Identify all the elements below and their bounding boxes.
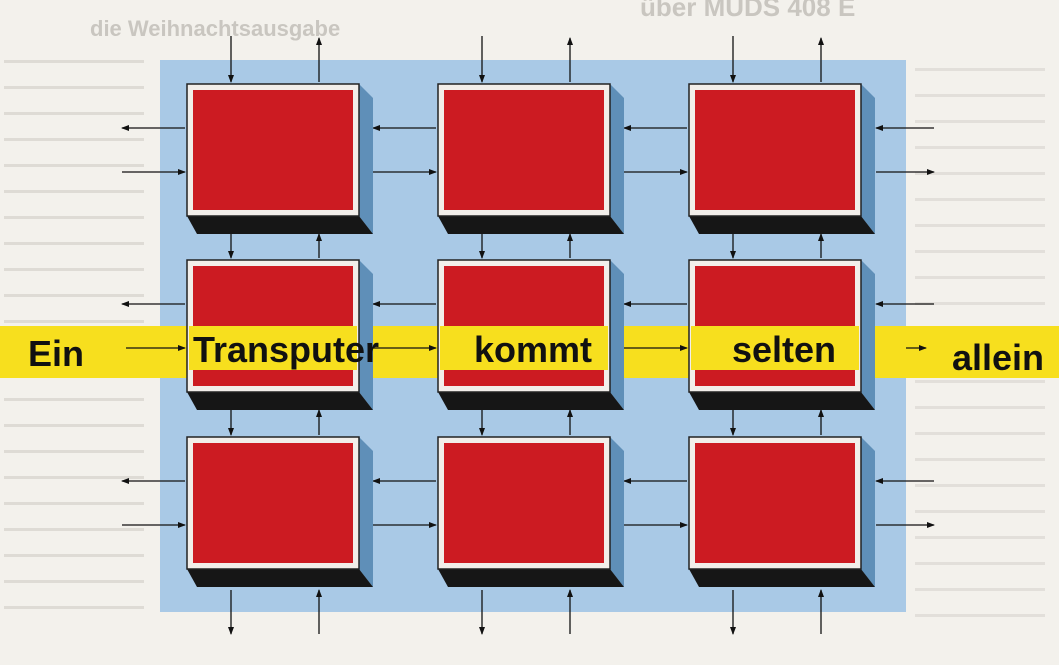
background-line <box>4 294 144 297</box>
background-line <box>915 588 1045 591</box>
chip-face <box>695 443 855 563</box>
chip-bottom-face <box>187 392 373 410</box>
background-line <box>915 198 1045 201</box>
background-line <box>4 320 144 323</box>
background-line <box>915 172 1045 175</box>
background-line <box>915 458 1045 461</box>
background-line <box>915 406 1045 409</box>
background-line <box>4 138 144 141</box>
banner-strip <box>876 326 906 378</box>
background-line <box>4 476 144 479</box>
background-line <box>4 164 144 167</box>
background-line <box>4 502 144 505</box>
background-line <box>4 398 144 401</box>
transputer-chip <box>688 436 875 587</box>
banner-overlays <box>189 326 906 378</box>
chip-bottom-face <box>438 569 624 587</box>
background-line <box>4 216 144 219</box>
background-line <box>915 614 1045 617</box>
chip-side-face <box>861 260 875 410</box>
banner-chip-overlay <box>189 326 357 370</box>
chip-side-face <box>359 84 373 234</box>
background-line <box>4 528 144 531</box>
background-line <box>915 302 1045 305</box>
transputer-chip <box>437 436 624 587</box>
transputer-chip <box>186 83 373 234</box>
transputer-chips <box>186 83 875 587</box>
chip-bottom-face <box>187 569 373 587</box>
chip-face <box>695 90 855 210</box>
background-line <box>915 484 1045 487</box>
chip-face <box>444 90 604 210</box>
banner-word-allein: allein <box>952 337 1044 378</box>
background-line <box>915 120 1045 123</box>
chip-side-face <box>861 84 875 234</box>
chip-bottom-face <box>689 216 875 234</box>
chip-bottom-face <box>187 216 373 234</box>
background-line <box>915 380 1045 383</box>
background-line <box>915 224 1045 227</box>
banner-word-selten: selten <box>732 329 836 370</box>
banner-word-transputer: Transputer <box>193 329 379 370</box>
background-line <box>4 580 144 583</box>
background-line <box>915 562 1045 565</box>
background-line <box>915 510 1045 513</box>
chip-bottom-face <box>438 216 624 234</box>
background-line <box>4 112 144 115</box>
background-line <box>4 242 144 245</box>
background-line <box>915 536 1045 539</box>
chip-side-face <box>610 260 624 410</box>
chip-side-face <box>359 437 373 587</box>
chip-face <box>193 90 353 210</box>
chip-bottom-face <box>438 392 624 410</box>
background-line <box>915 276 1045 279</box>
background-line <box>915 250 1045 253</box>
banner-word-ein: Ein <box>28 333 84 374</box>
chip-bottom-face <box>689 569 875 587</box>
chip-face <box>193 443 353 563</box>
background-line <box>4 424 144 427</box>
banner-word-kommt: kommt <box>474 329 592 370</box>
chip-side-face <box>610 437 624 587</box>
background-line <box>4 190 144 193</box>
chip-bottom-face <box>689 392 875 410</box>
banner-chip-overlay <box>691 326 859 370</box>
background-line <box>915 68 1045 71</box>
background-line <box>915 432 1045 435</box>
chip-side-face <box>861 437 875 587</box>
chip-side-face <box>359 260 373 410</box>
chip-side-face <box>610 84 624 234</box>
background-headline-right: über MUDS 408 E <box>640 0 855 22</box>
chip-face <box>444 443 604 563</box>
transputer-chip <box>186 436 373 587</box>
background-line <box>4 554 144 557</box>
banner-words: Ein Transputer kommt selten allein <box>28 329 1044 378</box>
background-line <box>4 86 144 89</box>
banner-chip-overlay <box>440 326 608 370</box>
background-line <box>4 268 144 271</box>
transputer-chip <box>437 83 624 234</box>
transputer-chip <box>688 83 875 234</box>
background-headline: die Weihnachtsausgabe <box>90 16 340 41</box>
link-arrows <box>121 36 935 635</box>
background-line <box>4 450 144 453</box>
background-line <box>4 60 144 63</box>
background-line <box>915 94 1045 97</box>
background-line <box>4 606 144 609</box>
background-line <box>915 146 1045 149</box>
